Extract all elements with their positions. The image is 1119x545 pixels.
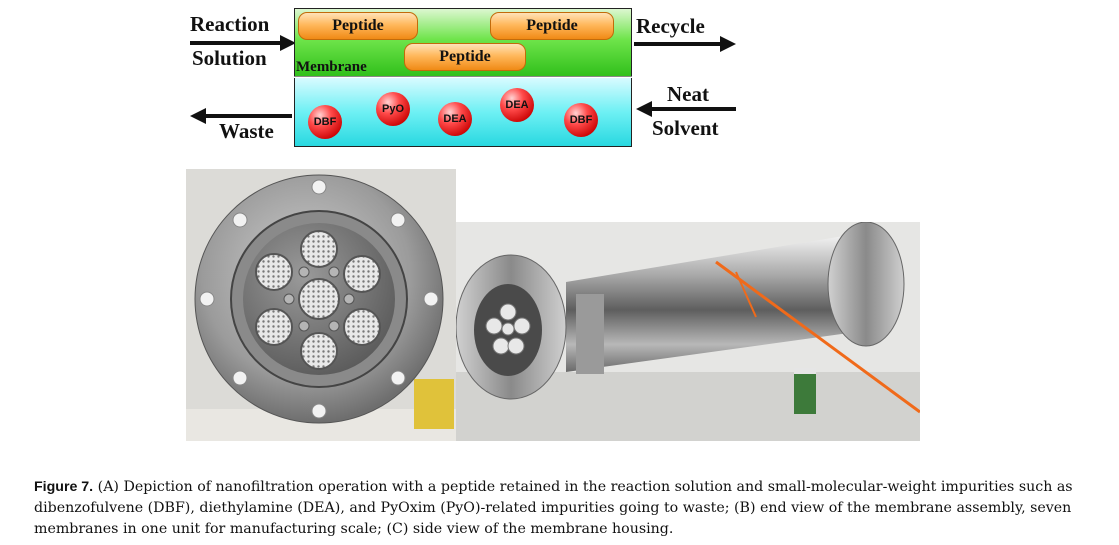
figure-caption: Figure 7. (A) Depiction of nanofiltratio…	[34, 477, 1084, 540]
impurity-dea-1: DEA	[438, 102, 472, 136]
caption-text: (A) Depiction of nanofiltration operatio…	[34, 479, 1073, 537]
side-view-illustration	[456, 222, 920, 441]
recycle-arrow	[634, 36, 736, 52]
neat-label: Neat	[667, 82, 709, 106]
solution-label: Solution	[192, 46, 267, 70]
peptide-3: Peptide	[404, 43, 526, 71]
membrane-end-view-photo	[186, 169, 456, 441]
peptide-1: Peptide	[298, 12, 418, 40]
solvent-label: Solvent	[652, 116, 719, 140]
peptide-2: Peptide	[490, 12, 614, 40]
figure-label: Figure 7.	[34, 479, 94, 495]
waste-label: Waste	[219, 119, 274, 143]
impurity-dbf-1: DBF	[308, 105, 342, 139]
reaction-label: Reaction	[190, 12, 270, 36]
membrane-housing-side-photo	[456, 222, 920, 441]
solvent-arrow	[636, 101, 736, 117]
end-view-illustration	[186, 169, 456, 441]
impurity-dea-2: DEA	[500, 88, 534, 122]
recycle-label: Recycle	[636, 14, 705, 38]
waste-arrow	[190, 108, 292, 124]
membrane-label: Membrane	[296, 59, 367, 75]
impurity-dbf-2: DBF	[564, 103, 598, 137]
impurity-pyo: PyO	[376, 92, 410, 126]
input-arrow	[190, 35, 296, 51]
